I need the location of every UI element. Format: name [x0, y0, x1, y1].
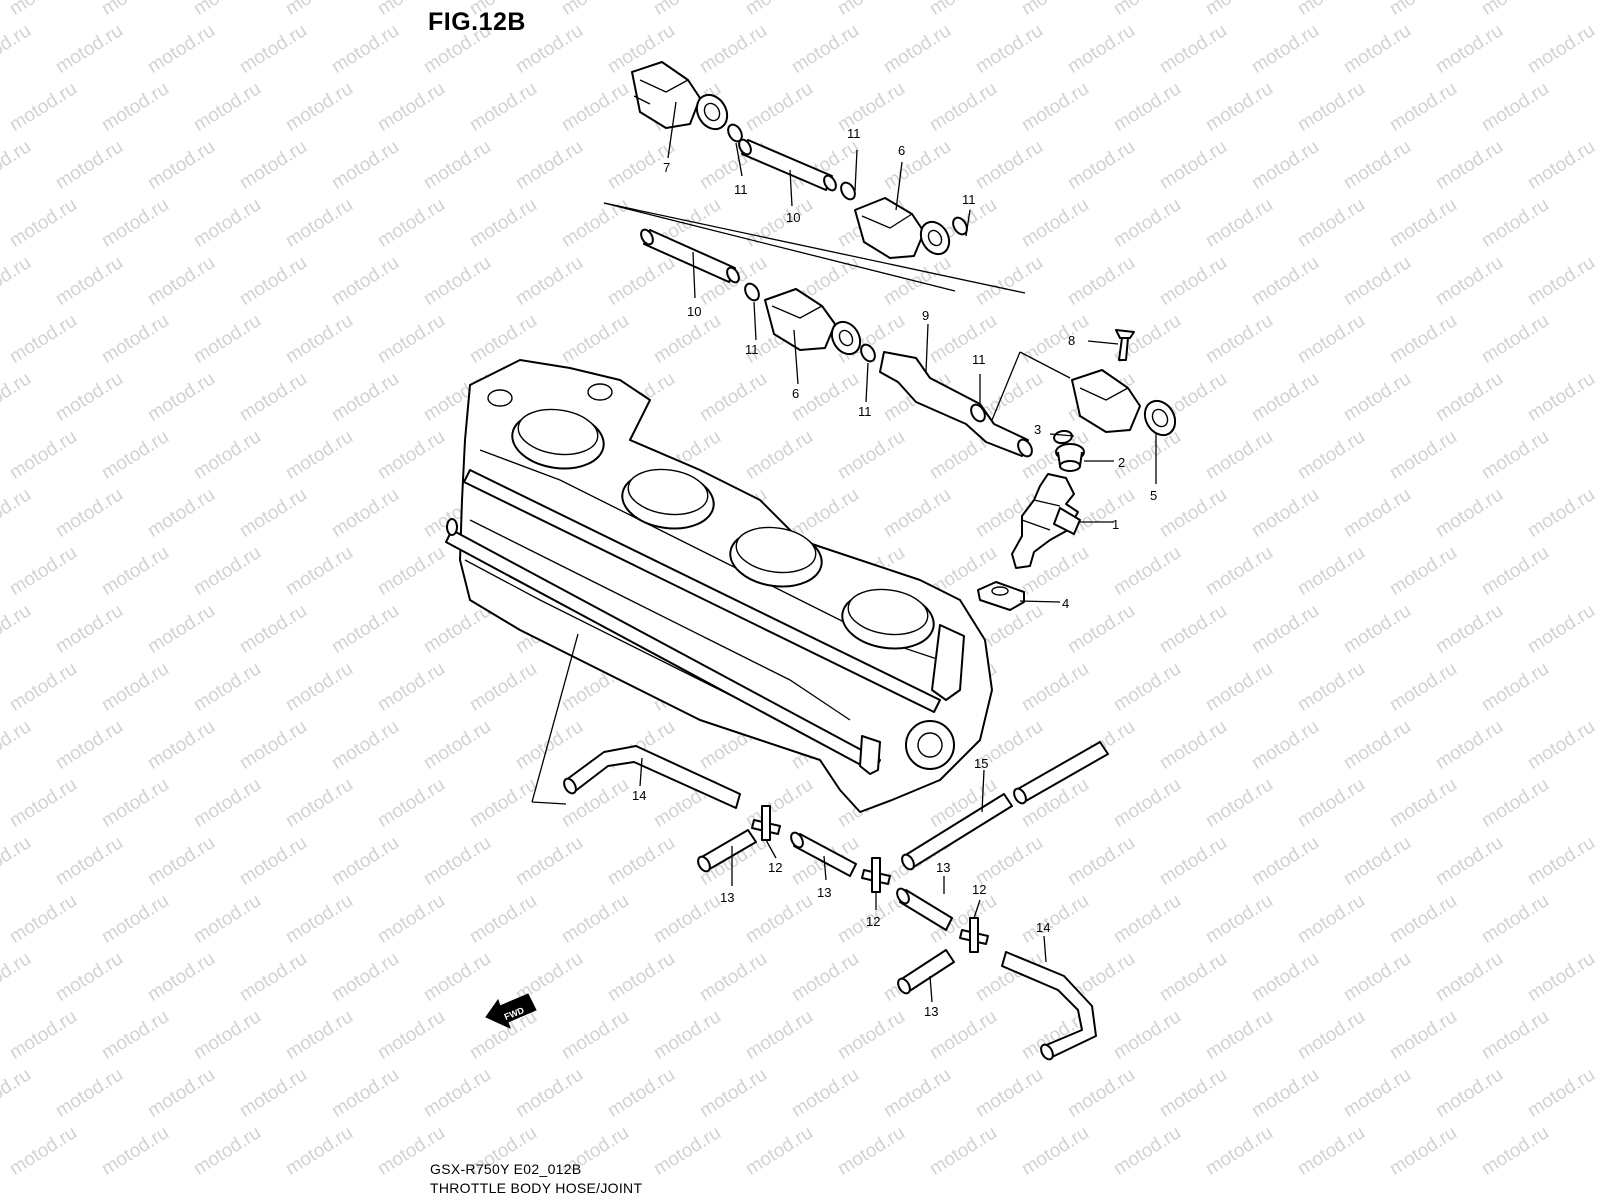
joint-12c [959, 917, 989, 953]
callout-13: 13 [936, 860, 950, 875]
callout-5: 5 [1150, 488, 1157, 503]
callout-11: 11 [847, 126, 861, 141]
bolt-8 [1115, 329, 1135, 361]
bracket-line-a [603, 202, 1026, 294]
hose-14b [1001, 951, 1097, 1061]
fuel-joint-upper [631, 61, 729, 131]
hose-13b [790, 831, 857, 877]
callout-14: 14 [632, 788, 646, 803]
bracket-line-c [1019, 351, 1071, 379]
callout-8: 8 [1068, 333, 1075, 348]
callout-4: 4 [1062, 596, 1069, 611]
joint-12a [751, 805, 781, 841]
callout-11: 11 [734, 182, 748, 197]
callout-6: 6 [792, 386, 799, 401]
fuel-joint-6a [854, 197, 951, 259]
o-ring-11b [840, 181, 856, 201]
bracket-line-b [603, 202, 956, 292]
o-ring-11f [860, 343, 876, 363]
callout-14: 14 [1036, 920, 1050, 935]
callout-12: 12 [768, 860, 782, 875]
fuel-pipe-9 [879, 351, 1033, 458]
callout-13: 13 [817, 885, 831, 900]
hose-13c [896, 887, 953, 931]
callout-2: 2 [1118, 455, 1125, 470]
hose-15 [901, 741, 1109, 871]
bracket-line-e [531, 633, 579, 803]
callout-11: 11 [745, 342, 759, 357]
callout-9: 9 [922, 308, 929, 323]
callout-10: 10 [687, 304, 701, 319]
callout-15: 15 [974, 756, 988, 771]
fuel-injector-1 [1011, 473, 1081, 569]
callout-12: 12 [866, 914, 880, 929]
callout-6: 6 [898, 143, 905, 158]
callout-11: 11 [962, 192, 976, 207]
callout-labels: 7 11 10 11 6 11 10 11 6 9 11 11 8 3 2 5 … [632, 126, 1157, 1019]
callout-10: 10 [786, 210, 800, 225]
bracket-line-d [991, 351, 1021, 421]
callout-13: 13 [924, 1004, 938, 1019]
callout-13: 13 [720, 890, 734, 905]
callout-1: 1 [1112, 517, 1119, 532]
fuel-joint-5 [1071, 369, 1177, 437]
seal-4 [977, 581, 1025, 611]
o-ring-11e [970, 403, 986, 423]
hose-13a [697, 829, 757, 873]
connecting-pipe-10b [640, 228, 740, 284]
callout-11: 11 [858, 404, 872, 419]
throttle-body-assembly [445, 359, 993, 813]
joint-12b [861, 857, 891, 893]
figure-title: FIG.12B [428, 8, 526, 36]
hose-14a [563, 745, 741, 809]
o-ring-3 [1053, 429, 1073, 445]
connecting-pipe-10a [738, 138, 837, 192]
hose-13d [897, 949, 955, 995]
o-ring-11c [952, 216, 968, 236]
fuel-joint-6b [764, 288, 862, 356]
cushion-2 [1055, 443, 1085, 472]
model-code: GSX-R750Y E02_012B [430, 1161, 582, 1177]
fwd-arrow-icon: FWD [485, 993, 537, 1029]
o-ring-11d [744, 282, 760, 302]
leader-lines [639, 101, 1157, 1003]
callout-11: 11 [972, 352, 986, 367]
callout-7: 7 [663, 160, 670, 175]
callout-3: 3 [1034, 422, 1041, 437]
callout-12: 12 [972, 882, 986, 897]
bracket-line-f [531, 801, 567, 805]
figure-caption: THROTTLE BODY HOSE/JOINT [430, 1180, 643, 1196]
